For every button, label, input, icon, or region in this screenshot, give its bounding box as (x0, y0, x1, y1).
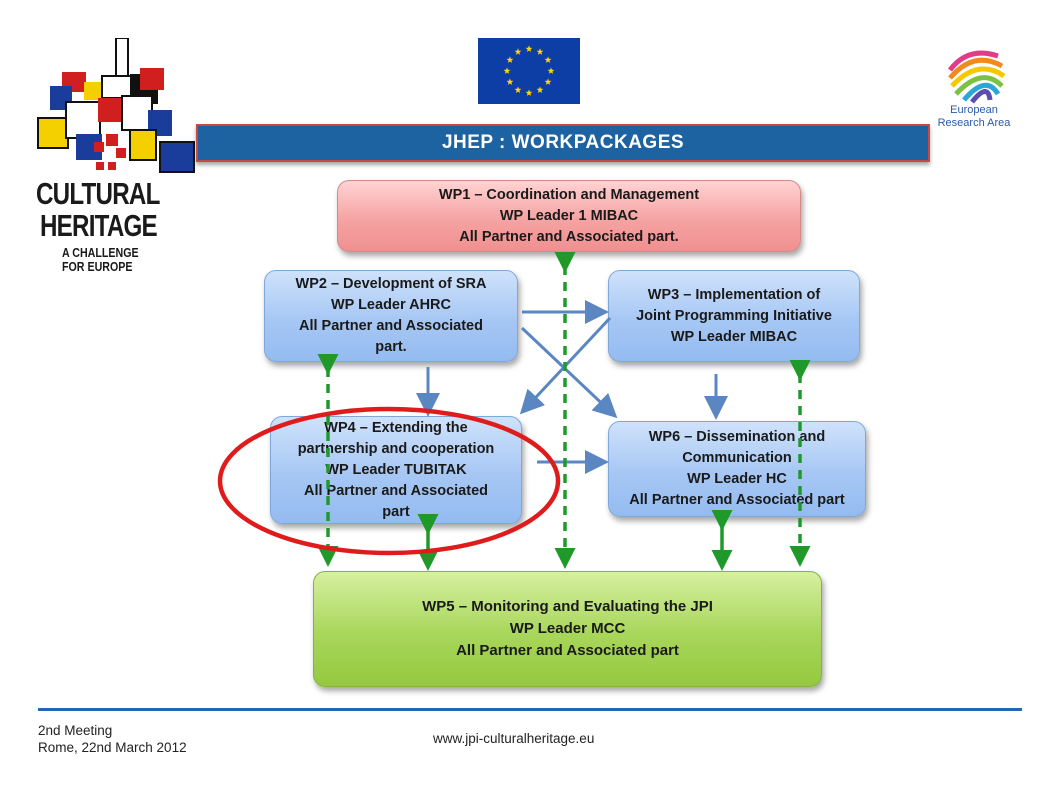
footer-meeting-info: 2nd Meeting Rome, 22nd March 2012 (38, 723, 187, 755)
wp1-box: WP1 – Coordination and Management WP Lea… (337, 180, 801, 252)
cultural-heritage-logo-text-1: CULTURAL (36, 176, 160, 211)
footer-divider (38, 708, 1022, 711)
eu-flag-icon (478, 38, 580, 104)
wp1-label: WP1 – Coordination and Management WP Lea… (438, 186, 700, 245)
cultural-heritage-logo-text-2: HERITAGE (40, 208, 158, 243)
cultural-heritage-logo-graphic (37, 37, 195, 173)
wp3-box: WP3 – Implementation of Joint Programmin… (608, 270, 860, 362)
era-logo-caption: European Research Area (924, 104, 1024, 130)
arrow-wp3-to-wp4 (519, 316, 612, 415)
eu-star-icon (506, 78, 514, 85)
wp4-box: WP4 – Extending the partnership and coop… (270, 416, 522, 524)
era-logo-text-2: Research Area (937, 117, 1011, 129)
era-logo-text-1: European (950, 104, 998, 116)
eu-star-icon (506, 56, 514, 63)
eu-star-icon (514, 48, 522, 55)
footer-website-link[interactable]: www.jpi-culturalheritage.eu (433, 731, 595, 746)
wp3-label: WP3 – Implementation of Joint Programmin… (636, 286, 832, 345)
wp6-box: WP6 – Dissemination and Communication WP… (608, 421, 866, 517)
wp6-label: WP6 – Dissemination and Communication WP… (629, 429, 845, 508)
wp5-label: WP5 – Monitoring and Evaluating the JPI … (422, 598, 713, 659)
eu-star-icon (547, 67, 555, 74)
eu-star-icon (514, 86, 522, 93)
eu-star-icon (525, 45, 533, 52)
cultural-heritage-logo: CULTURAL HERITAGE A CHALLENGE FOR EUROPE (36, 37, 196, 274)
eu-star-icon (536, 86, 544, 93)
title-bar: JHEP : WORKPACKAGES (196, 124, 930, 162)
cultural-heritage-logo-text-3: A CHALLENGE (62, 245, 139, 260)
arrow-wp2-to-wp6 (520, 326, 618, 419)
eu-star-icon (544, 78, 552, 85)
eu-star-icon (503, 67, 511, 74)
wp4-label: WP4 – Extending the partnership and coop… (297, 419, 495, 520)
eu-star-icon (525, 89, 533, 96)
wp5-box: WP5 – Monitoring and Evaluating the JPI … (313, 571, 822, 687)
cultural-heritage-logo-text-4: FOR EUROPE (62, 259, 133, 274)
eu-star-icon (536, 48, 544, 55)
wp2-label: WP2 – Development of SRA WP Leader AHRC … (295, 276, 487, 355)
page-title: JHEP : WORKPACKAGES (441, 132, 685, 153)
european-research-area-logo: European Research Area (924, 44, 1024, 144)
era-logo-graphic (948, 50, 1006, 104)
wp2-box: WP2 – Development of SRA WP Leader AHRC … (264, 270, 518, 362)
eu-star-icon (544, 56, 552, 63)
